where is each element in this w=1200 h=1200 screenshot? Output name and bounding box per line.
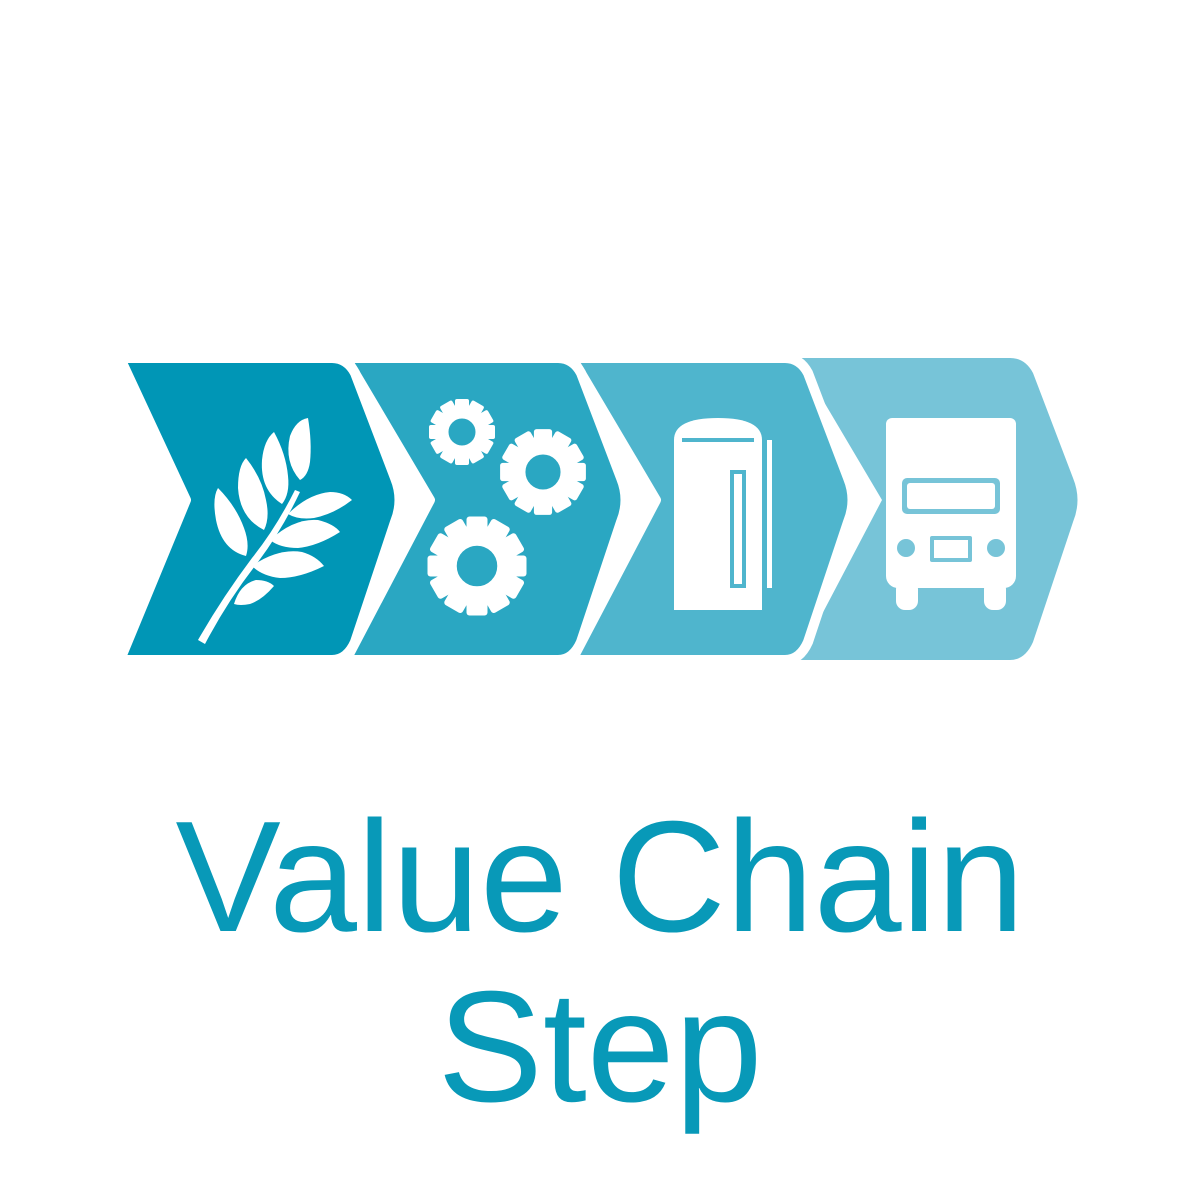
wheat-icon <box>198 418 352 644</box>
title-line-2: Step <box>437 959 763 1135</box>
truck-icon <box>886 418 1016 610</box>
title-line-1: Value Chain <box>175 789 1025 965</box>
value-chain-diagram <box>115 353 1078 665</box>
step-2-chevron <box>341 353 631 665</box>
page-title: Value Chain Step <box>0 792 1200 1132</box>
step-1-chevron <box>115 353 405 665</box>
step-4-chevron <box>798 358 1078 660</box>
step-3-chevron <box>567 353 858 665</box>
silo-icon <box>674 418 772 610</box>
